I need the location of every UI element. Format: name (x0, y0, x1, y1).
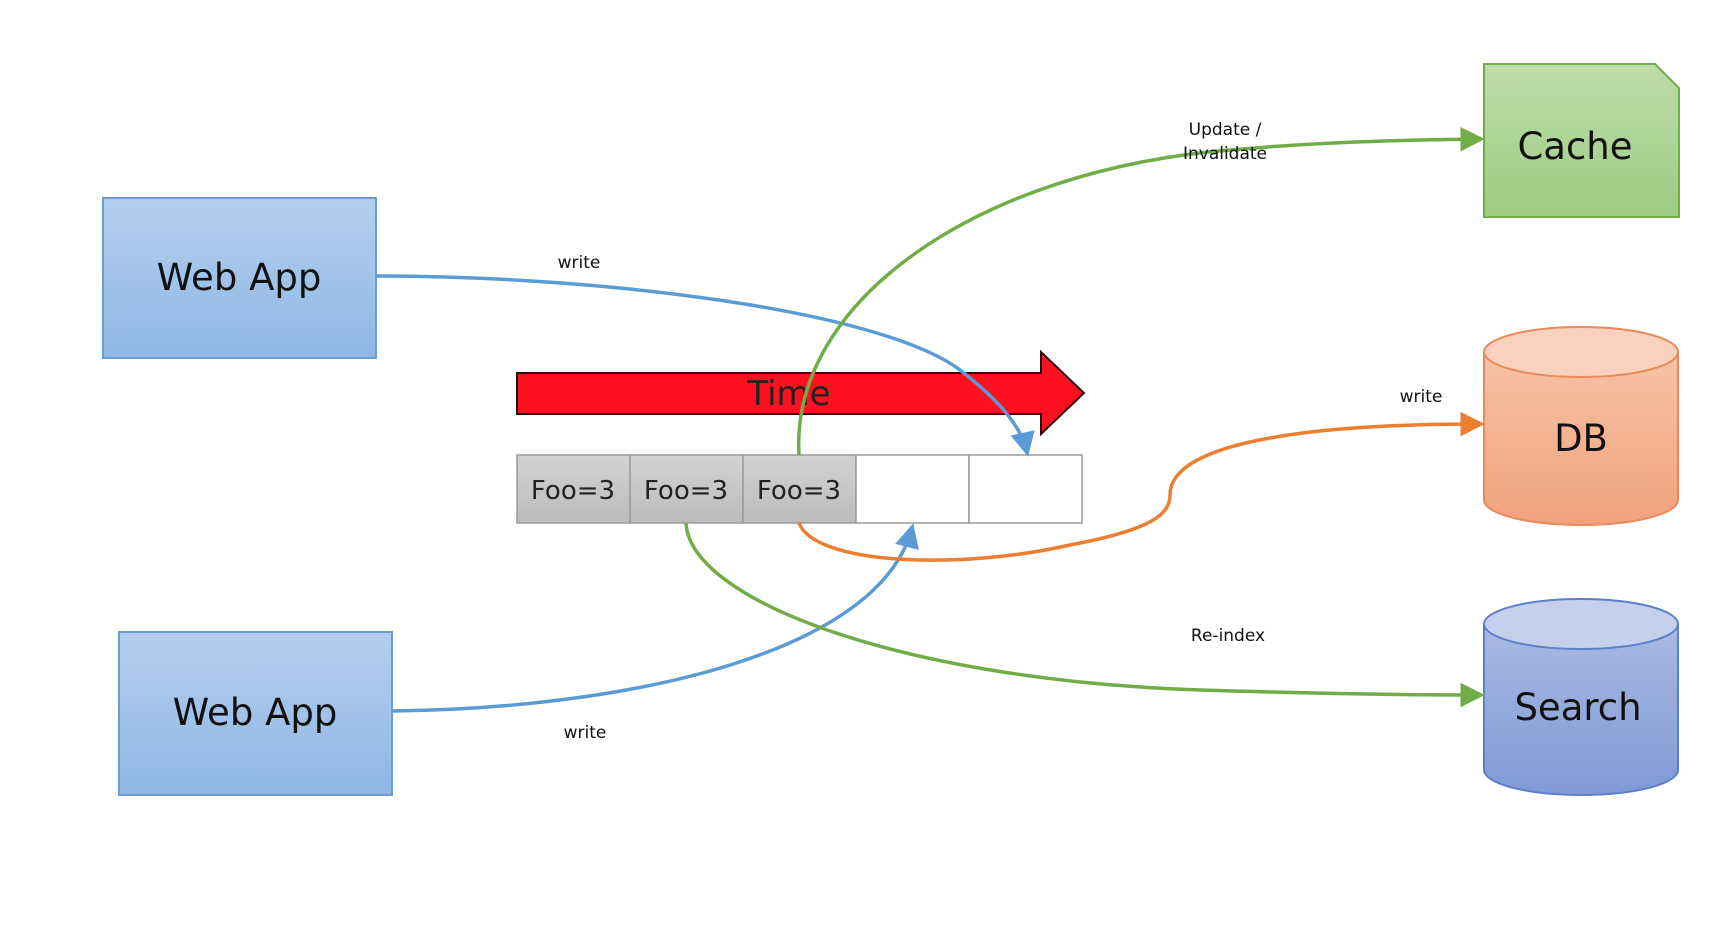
write-bottom-edge (391, 523, 919, 713)
db-label: DB (1554, 417, 1608, 460)
log-cell (968, 454, 1083, 524)
write-top-label: write (558, 253, 601, 273)
write-bottom-label: write (564, 723, 607, 743)
cache-node: Cache (1483, 63, 1680, 218)
reindex-label: Re-index (1191, 626, 1265, 646)
log-cell (516, 454, 631, 524)
time-arrow: Time (516, 349, 1086, 437)
write-db-label: write (1400, 387, 1443, 407)
update-cache-label-line1: Update / (1189, 120, 1262, 140)
web-app-bottom-label: Web App (173, 691, 338, 734)
update-cache-label-line2: Invalidate (1183, 144, 1267, 164)
write-top-edge (375, 274, 1035, 457)
update-cache-edge (797, 126, 1485, 456)
search-label: Search (1514, 686, 1641, 729)
cache-label: Cache (1517, 125, 1632, 168)
time-label: Time (746, 374, 830, 414)
log-cell-text: Foo=3 (757, 476, 841, 506)
log-cell (742, 454, 857, 524)
web-app-top-label: Web App (157, 256, 322, 299)
web-app-top-node: Web App (102, 197, 377, 359)
reindex-edge (684, 522, 1485, 708)
write-db-edge (797, 411, 1485, 562)
log-cell-text: Foo=3 (531, 476, 615, 506)
log-array: Foo=3 Foo=3 Foo=3 (516, 454, 1083, 524)
web-app-bottom-node: Web App (118, 631, 393, 796)
search-node: Search (1483, 598, 1679, 796)
db-node: DB (1483, 326, 1679, 526)
log-cell (855, 454, 970, 524)
log-cell-text: Foo=3 (644, 476, 728, 506)
